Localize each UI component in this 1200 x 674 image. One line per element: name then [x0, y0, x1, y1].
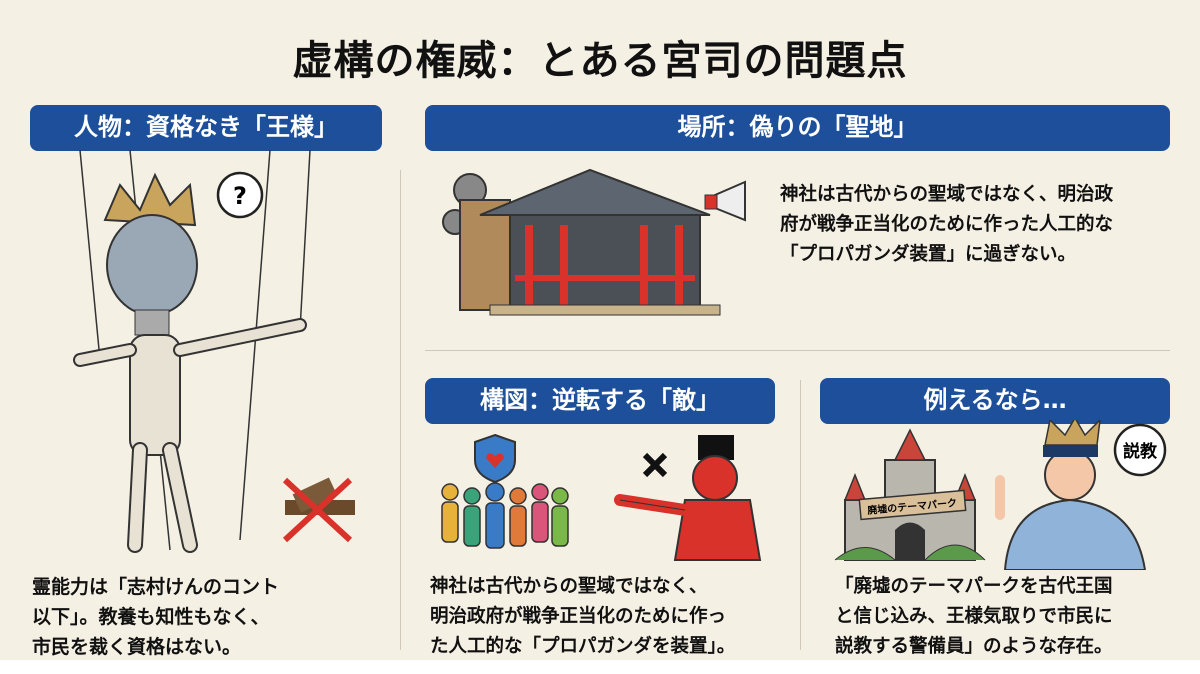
- composition-description: 神社は古代からの聖域ではなく、 明治政府が戦争正当化のために作っ た人工的な「プ…: [430, 576, 736, 657]
- infographic: 虚構の権威：とある宮司の問題点 人物：資格なき「王様」 ? 霊能力は「志村けんの…: [0, 0, 1200, 660]
- puppet-king-illustration: ?: [73, 150, 355, 553]
- analogy-header: 例えるなら…: [820, 378, 1170, 424]
- divider: [400, 170, 401, 650]
- divider: [800, 380, 801, 650]
- person-description: 霊能力は「志村けんのコント 以下」。教養も知性もなく、 市民を裁く資格はない。: [32, 576, 280, 658]
- composition-header: 構図：逆転する「敵」: [425, 378, 775, 424]
- page-title: 虚構の権威：とある宮司の問題点: [292, 38, 908, 84]
- person-header: 人物：資格なき「王様」: [30, 105, 382, 151]
- reversed-enemy-illustration: [441, 433, 762, 561]
- analogy-description: 「廃墟のテーマパークを古代王国 と信じ込み、王様気取りで市民に 説教する警備員」…: [835, 576, 1113, 657]
- divider: [425, 350, 1170, 351]
- shrine-illustration: [442, 168, 746, 316]
- place-description: 神社は古代からの聖域ではなく、明治政 府が戦争正当化のために作った人工的な 「プ…: [780, 184, 1114, 265]
- question-bubble: ?: [233, 182, 247, 210]
- guard-king-illustration: 廃墟のテーマパーク 説教: [834, 420, 1167, 570]
- place-header: 場所：偽りの「聖地」: [425, 105, 1170, 151]
- sermon-bubble: 説教: [1123, 441, 1158, 462]
